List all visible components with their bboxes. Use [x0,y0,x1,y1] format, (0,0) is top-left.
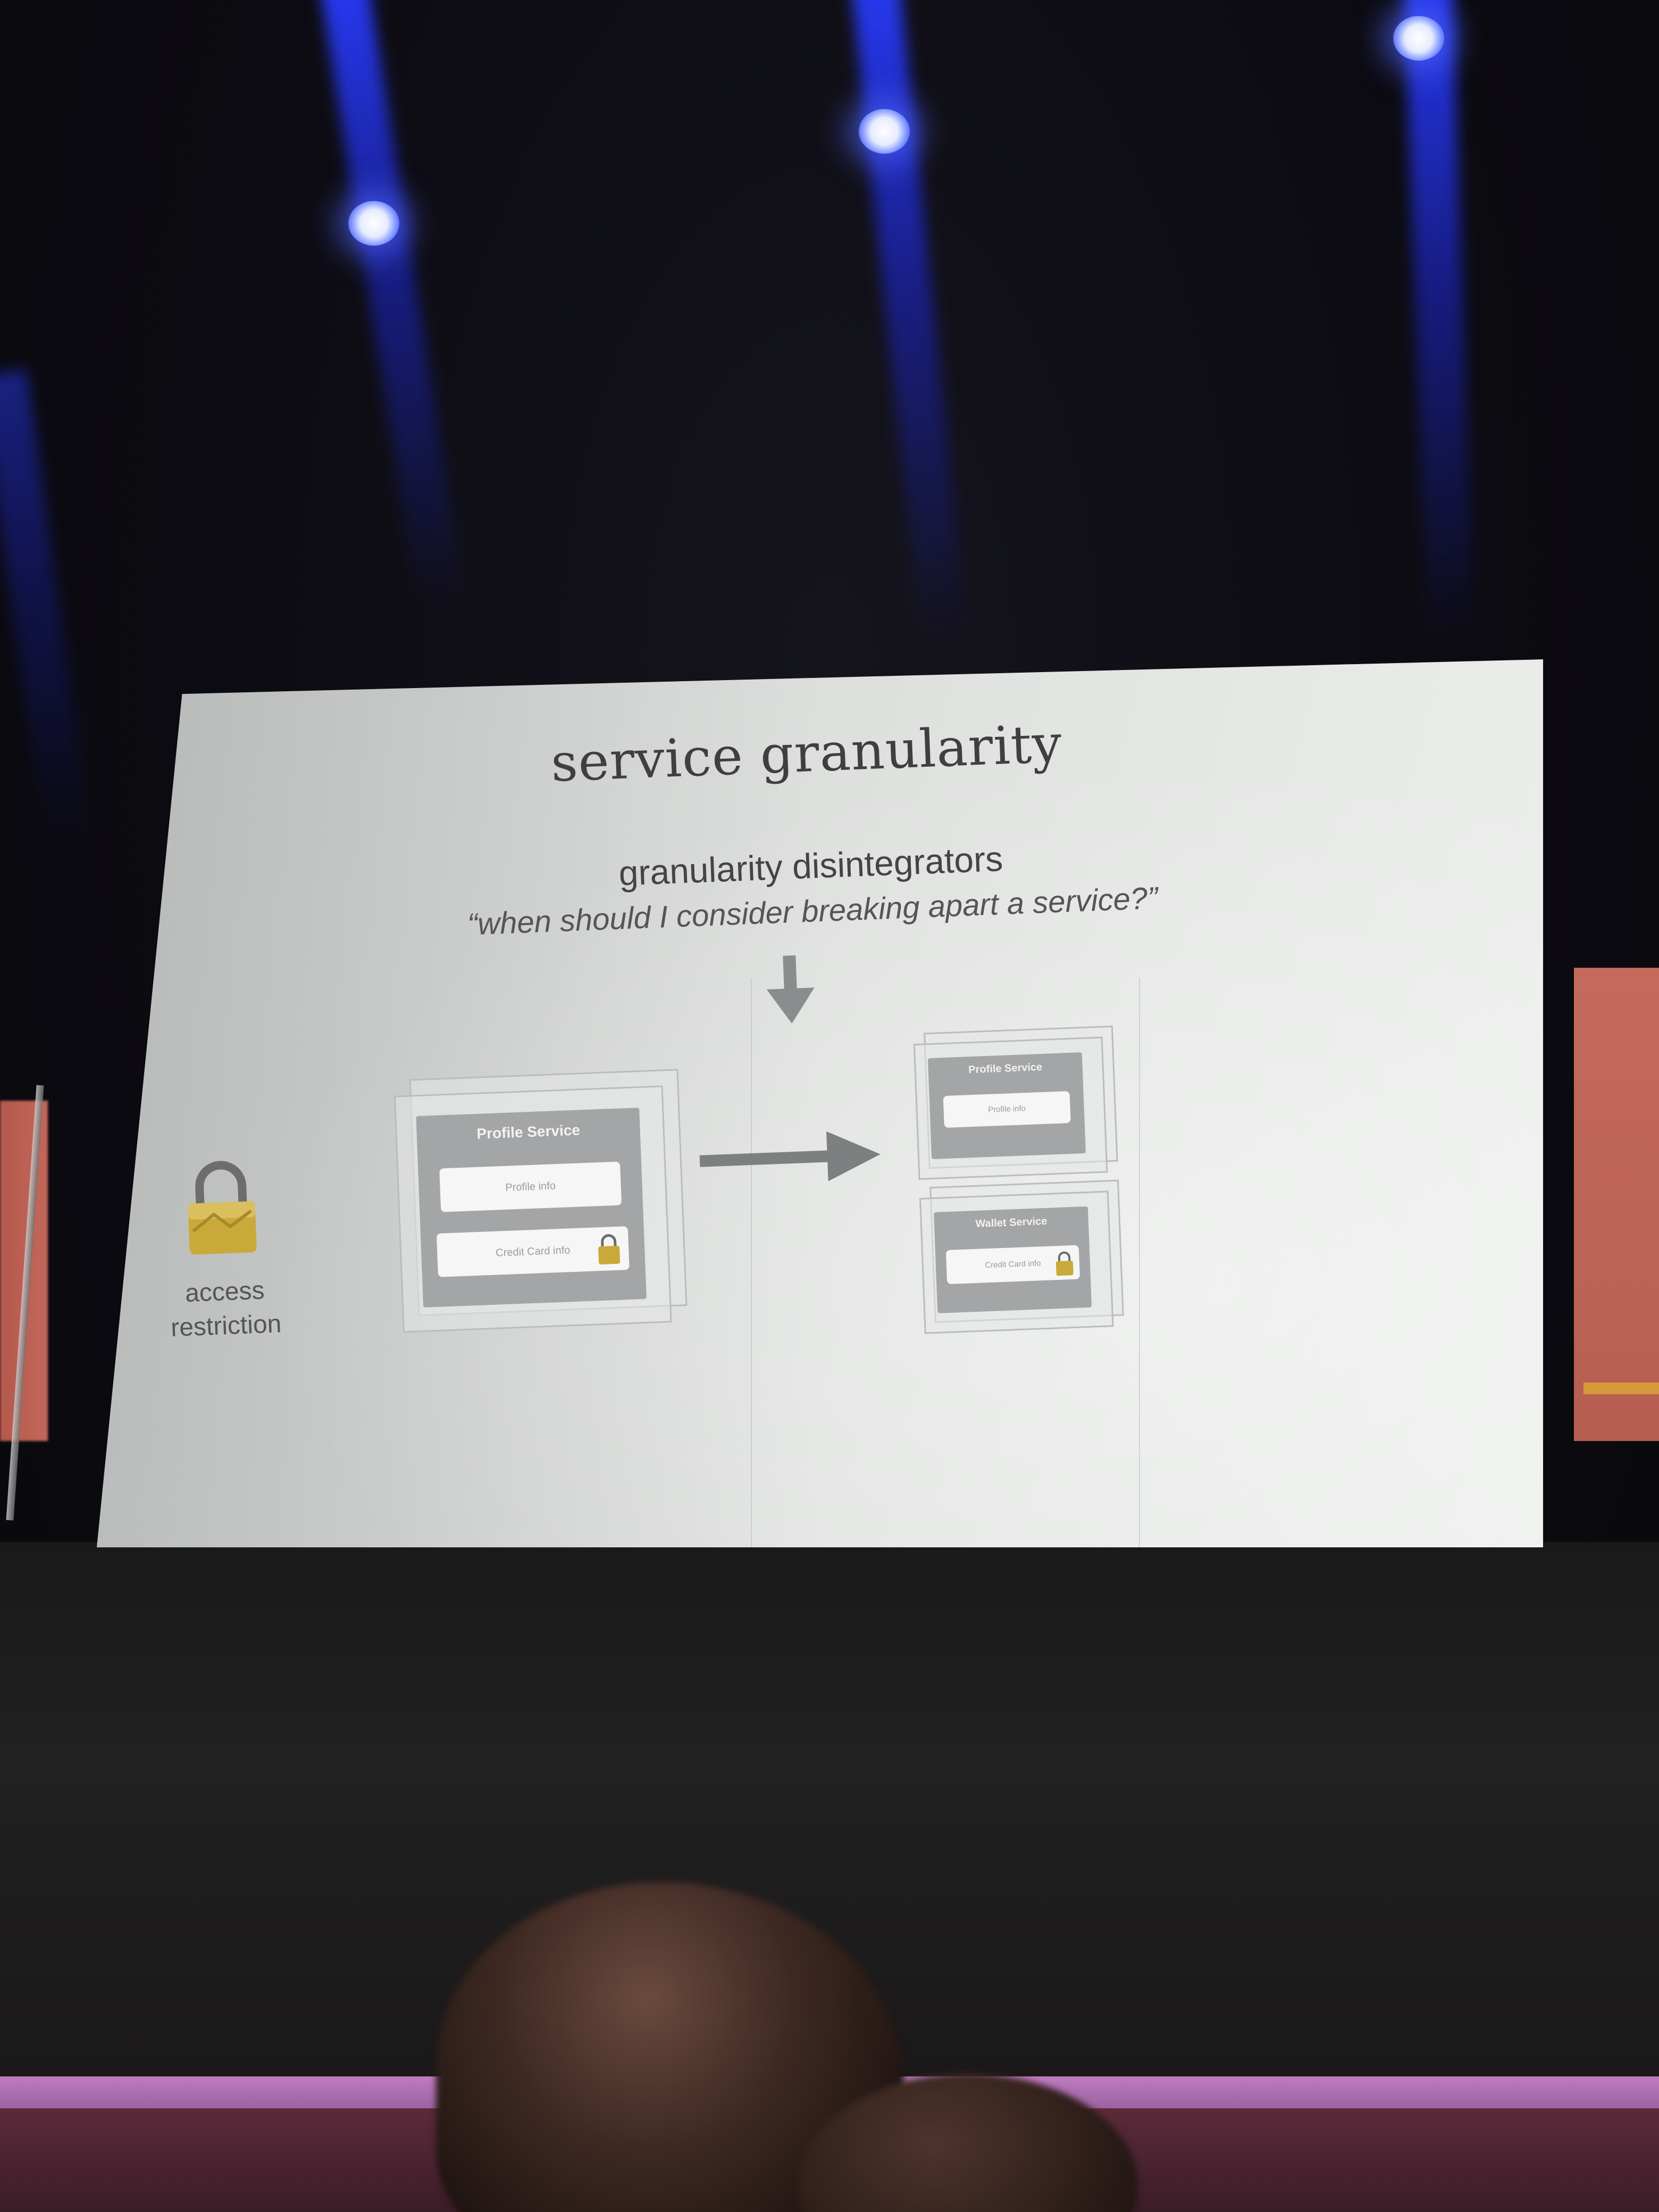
service-panel: Wallet Service Credit Card info [934,1206,1092,1313]
padlock-icon [1055,1251,1074,1276]
side-banner-right [1574,968,1659,1441]
padlock-icon [598,1234,621,1265]
stage-light [1393,16,1444,61]
service-panel: Profile Service Profile info Credit Card… [416,1108,647,1308]
padlock-icon [188,1161,257,1255]
credit-card-label: Credit Card info [985,1259,1041,1270]
arrow-right-icon [699,1131,881,1182]
credit-card-field: Credit Card info [945,1245,1080,1285]
slide-guide-line [751,978,752,1547]
wallet-service-box: Wallet Service Credit Card info [919,1179,1126,1334]
stage-light-beam [319,0,467,613]
stage-light-beam [851,0,968,642]
profile-info-field: Profile info [943,1091,1071,1128]
profile-service-box: Profile Service Profile info Credit Card… [393,1068,701,1333]
arrow-down-icon [766,955,815,1024]
slide-title: service granularity [549,714,1063,794]
lock-label-line2: restriction [170,1310,282,1343]
stage-light [348,201,399,246]
service-title: Profile Service [968,1061,1043,1076]
stage-light-beam [1404,0,1475,644]
lock-label-line1: access [185,1276,265,1308]
stage-light [859,109,910,154]
service-title: Profile Service [476,1121,581,1142]
service-title: Wallet Service [975,1215,1048,1230]
screen-shading [97,659,1543,1547]
credit-card-field: Credit Card info [436,1226,630,1277]
banner-stripe [1583,1382,1659,1394]
stage-light-beam [0,368,93,850]
service-panel: Profile Service Profile info [927,1052,1086,1160]
credit-card-label: Credit Card info [495,1244,571,1259]
profile-service-box-split: Profile Service Profile info [913,1025,1120,1180]
slide-guide-line [1139,978,1140,1547]
profile-info-field: Profile info [439,1161,622,1212]
projection-screen: service granularity granularity disinteg… [97,659,1543,1547]
access-restriction: access restriction [150,1158,296,1346]
slide-content: service granularity granularity disinteg… [97,659,1543,1547]
